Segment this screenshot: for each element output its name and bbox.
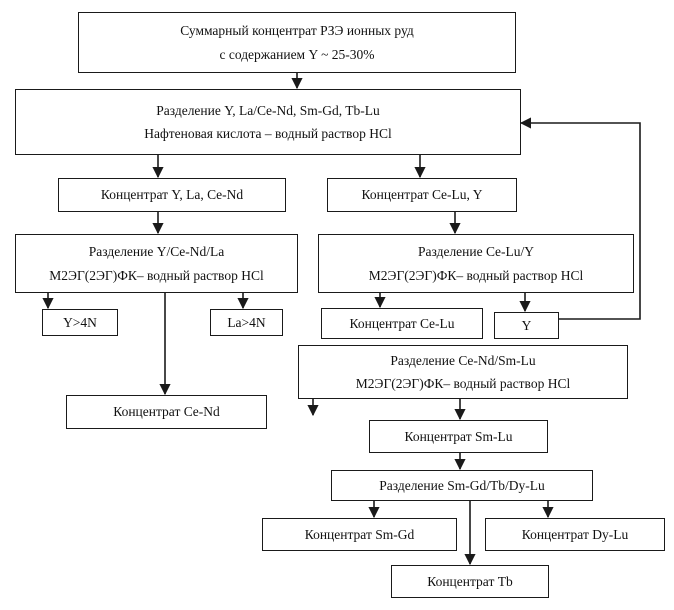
box-concentrate-cend-label: Концентрат Ce-Nd [113, 404, 220, 420]
box-y-4n-label: Y>4N [63, 314, 97, 330]
box-concentrate-celu-y: Концентрат Ce-Lu, Y [327, 178, 517, 212]
box-concentrate-smgd-label: Концентрат Sm-Gd [304, 526, 415, 542]
box-concentrate-dylu: Концентрат Dy-Lu [485, 518, 665, 551]
arrow-y-recycle [519, 117, 641, 320]
box-y-4n: Y>4N [42, 309, 118, 336]
box-separation-main-line-1: Разделение Y, La/Ce-Nd, Sm-Gd, Tb-Lu [156, 102, 380, 118]
box-concentrate-smlu: Концентрат Sm-Lu [369, 420, 548, 453]
box-separation-y-cend-la: Разделение Y/Ce-Nd/La М2ЭГ(2ЭГ)ФК– водны… [15, 234, 298, 293]
box-separation-cend-smlu-line-1: Разделение Ce-Nd/Sm-Lu [390, 352, 536, 368]
box-concentrate-cend: Концентрат Ce-Nd [66, 395, 267, 429]
box-separation-main-line-2: Нафтеновая кислота – водный раствор HCl [144, 126, 392, 141]
box-total-concentrate-line-2: с содержанием Y ~ 25-30% [219, 46, 375, 62]
box-separation-y-cend-la-line-2: М2ЭГ(2ЭГ)ФК– водный раствор HCl [49, 267, 264, 283]
box-separation-celu-y-line-2: М2ЭГ(2ЭГ)ФК– водный раствор HCl [368, 267, 584, 283]
box-total-concentrate: Суммарный концентрат РЗЭ ионных руд с со… [78, 12, 516, 73]
box-la-4n-label: La>4N [227, 314, 266, 330]
box-separation-smgd-tb-dylu-label: Разделение Sm-Gd/Tb/Dy-Lu [379, 477, 545, 493]
box-concentrate-tb: Концентрат Tb [391, 565, 549, 598]
box-concentrate-y-la-cend: Концентрат Y, La, Ce-Nd [58, 178, 286, 212]
box-la-4n: La>4N [210, 309, 283, 336]
box-concentrate-celu-y-label: Концентрат Ce-Lu, Y [361, 187, 483, 203]
box-concentrate-celu-label: Концентрат Ce-Lu [349, 315, 455, 331]
box-separation-smgd-tb-dylu: Разделение Sm-Gd/Tb/Dy-Lu [331, 470, 593, 501]
box-y-output: Y [494, 312, 559, 339]
box-separation-cend-smlu-line-2: М2ЭГ(2ЭГ)ФК– водный раствор HCl [355, 376, 571, 391]
box-concentrate-smlu-label: Концентрат Sm-Lu [404, 428, 513, 444]
box-concentrate-celu: Концентрат Ce-Lu [321, 308, 483, 339]
box-concentrate-tb-label: Концентрат Tb [427, 573, 513, 589]
box-separation-y-cend-la-line-1: Разделение Y/Ce-Nd/La [88, 244, 225, 259]
box-total-concentrate-line-1: Суммарный концентрат РЗЭ ионных руд [180, 23, 414, 38]
box-concentrate-y-la-cend-label: Концентрат Y, La, Ce-Nd [100, 187, 244, 203]
box-concentrate-smgd: Концентрат Sm-Gd [262, 518, 457, 551]
box-concentrate-dylu-label: Концентрат Dy-Lu [521, 526, 629, 542]
box-separation-cend-smlu: Разделение Ce-Nd/Sm-Lu М2ЭГ(2ЭГ)ФК– водн… [298, 345, 628, 399]
box-separation-main: Разделение Y, La/Ce-Nd, Sm-Gd, Tb-Lu Наф… [15, 89, 521, 155]
box-y-output-label: Y [521, 317, 532, 333]
box-separation-celu-y: Разделение Ce-Lu/Y М2ЭГ(2ЭГ)ФК– водный р… [318, 234, 634, 293]
box-separation-celu-y-line-1: Разделение Ce-Lu/Y [418, 244, 534, 259]
